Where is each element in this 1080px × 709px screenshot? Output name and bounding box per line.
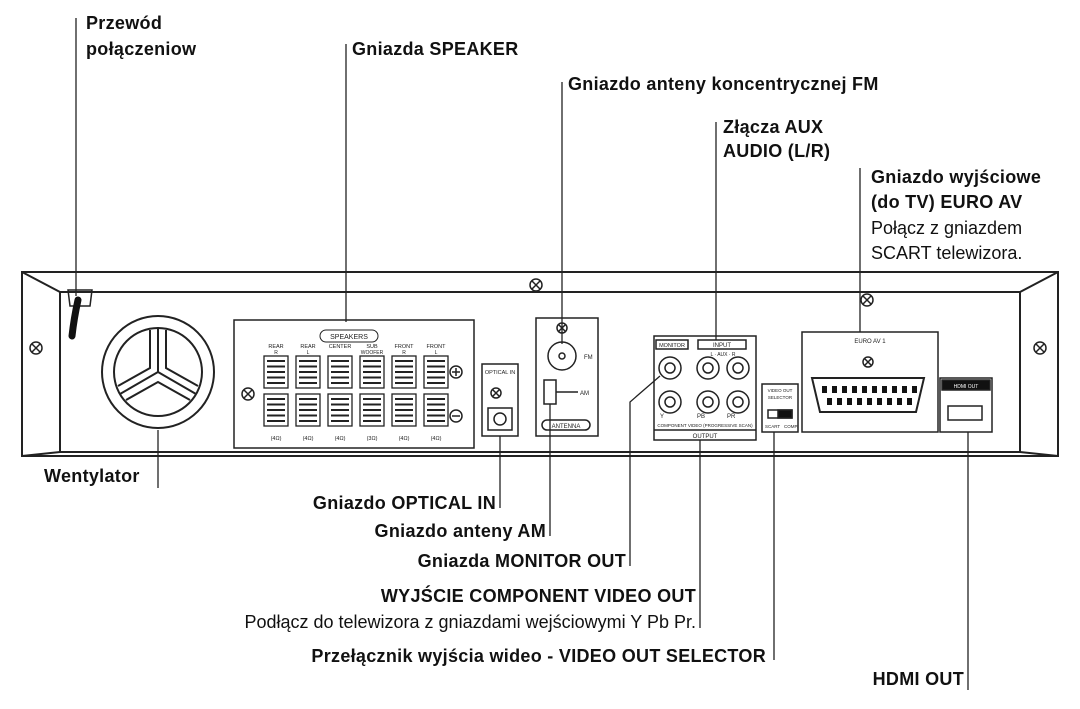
video-out-selector-label-2: SELECTOR xyxy=(768,395,793,400)
power-cord-callout-2: połączeniow xyxy=(86,39,197,59)
speaker-terminal-icon xyxy=(263,355,289,427)
aux-audio-callout-2: AUDIO (L/R) xyxy=(723,141,831,161)
speaker-channel-ohm: (4Ω) xyxy=(303,436,314,442)
screw-icon xyxy=(29,341,43,355)
speaker-channel-ohm: (4Ω) xyxy=(335,436,346,442)
screw-icon xyxy=(1033,341,1047,355)
euro-av-desc-1: Połącz z gniazdem xyxy=(871,218,1023,238)
euro-av1-label: EURO AV 1 xyxy=(854,339,886,345)
speakers-block xyxy=(233,319,475,449)
screw-icon xyxy=(862,356,874,368)
speaker-channel-name: FRONT xyxy=(427,344,447,350)
speakers-title: SPEAKERS xyxy=(330,334,368,341)
component-pb-label: PB xyxy=(697,414,705,420)
fan-callout: Wentylator xyxy=(44,466,140,486)
component-video-label: COMPONENT VIDEO (PROGRESSIVE SCAN) xyxy=(657,423,753,428)
video-selector-callout: Przełącznik wyjścia wideo - VIDEO OUT SE… xyxy=(311,646,766,666)
am-antenna-callout: Gniazdo anteny AM xyxy=(374,521,546,541)
selector-option-scart: SCART xyxy=(765,424,780,429)
euro-av-desc-2: SCART telewizora. xyxy=(871,243,1023,263)
panel-labels: SPEAKERS REARR(4Ω)REARL(4Ω)CENTER(4Ω)SUB… xyxy=(268,334,978,442)
speaker-channel-name: FRONT xyxy=(395,344,415,350)
hdmi-out-callout: HDMI OUT xyxy=(872,669,964,689)
speaker-channel-sub: L xyxy=(307,350,310,356)
component-out-callout: WYJŚCIE COMPONENT VIDEO OUT xyxy=(380,586,696,606)
fm-label: FM xyxy=(584,355,593,361)
speaker-channel-sub: R xyxy=(274,350,278,356)
output-label: OUTPUT xyxy=(693,434,718,440)
speaker-channel-sub: WOOFER xyxy=(361,350,384,356)
euro-av-callout-2: (do TV) EURO AV xyxy=(871,192,1023,212)
component-y-label: Y xyxy=(660,414,664,420)
optical-in-callout: Gniazdo OPTICAL IN xyxy=(312,493,496,513)
screw-icon xyxy=(241,387,255,401)
aux-audio-callout-1: Złącza AUX xyxy=(723,117,824,137)
speaker-channel-sub: R xyxy=(402,350,406,356)
power-cord-icon xyxy=(67,289,93,340)
screw-icon xyxy=(490,387,502,399)
component-pr-jack-icon xyxy=(726,390,750,414)
component-pr-label: PR xyxy=(727,414,736,420)
aux-r-jack-icon xyxy=(726,356,750,380)
fm-antenna-callout: Gniazdo anteny koncentrycznej FM xyxy=(568,74,879,94)
speaker-channel-ohm: (4Ω) xyxy=(399,436,410,442)
screws xyxy=(29,278,1047,355)
component-out-desc: Podłącz do telewizora z gniazdami wejści… xyxy=(244,612,696,632)
aux-label: L · AUX · R xyxy=(710,352,735,358)
monitor-out-callout: Gniazda MONITOR OUT xyxy=(417,551,626,571)
speaker-channel-sub: L xyxy=(435,350,438,356)
component-y-jack-icon xyxy=(658,390,682,414)
speaker-channel-ohm: (4Ω) xyxy=(271,436,282,442)
speaker-channel-name: REAR xyxy=(300,344,315,350)
monitor-label: MONITOR xyxy=(659,343,685,349)
hdmi-panel-label: HDMI OUT xyxy=(954,384,979,390)
leader-lines xyxy=(75,18,969,690)
fan-icon xyxy=(101,315,215,429)
speaker-jacks-callout: Gniazda SPEAKER xyxy=(352,39,519,59)
speaker-channel-name: CENTER xyxy=(329,344,352,350)
speaker-terminal-icon xyxy=(295,355,321,427)
monitor-out-jack-icon xyxy=(658,356,682,380)
speaker-terminal-icon xyxy=(423,355,449,427)
euro-av-callout-1: Gniazdo wyjściowe xyxy=(871,167,1042,187)
speaker-channel-ohm: (3Ω) xyxy=(367,436,378,442)
speaker-terminal-icon xyxy=(391,355,417,427)
screw-icon xyxy=(529,278,543,292)
video-out-selector-block xyxy=(761,383,799,433)
speaker-channel-name: SUB xyxy=(366,344,378,350)
am-label: AM xyxy=(580,391,589,397)
antenna-block xyxy=(535,317,599,437)
euro-av-block xyxy=(801,331,939,433)
hdmi-block xyxy=(939,377,993,433)
video-out-selector-label-1: VIDEO OUT xyxy=(768,388,793,393)
speaker-channel-ohm: (4Ω) xyxy=(431,436,442,442)
antenna-label: ANTENNA xyxy=(552,424,581,430)
chassis xyxy=(21,271,1059,457)
av-connectors-block xyxy=(653,335,757,441)
selector-option-comp: COMP. xyxy=(784,424,798,429)
input-label: INPUT xyxy=(713,343,731,349)
screw-icon xyxy=(860,293,874,307)
speaker-terminal-icon xyxy=(327,355,353,427)
optical-in-label: OPTICAL IN xyxy=(485,370,515,376)
component-pb-jack-icon xyxy=(696,390,720,414)
speaker-terminal-icon xyxy=(359,355,385,427)
power-cord-callout-1: Przewód xyxy=(86,13,163,33)
aux-l-jack-icon xyxy=(696,356,720,380)
speaker-channel-name: REAR xyxy=(268,344,283,350)
